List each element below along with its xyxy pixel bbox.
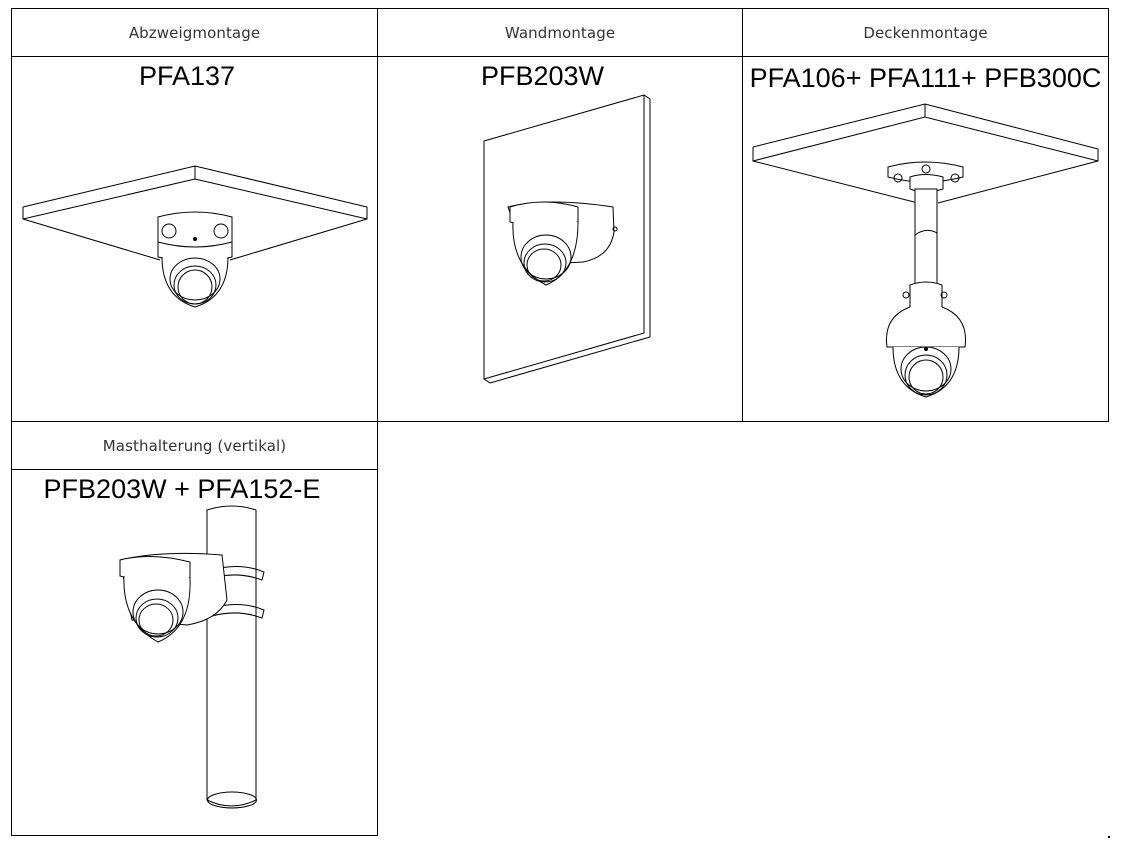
ceiling-pendant-camera-illustration bbox=[743, 57, 1108, 421]
table-border-header-bottom bbox=[11, 56, 1109, 57]
model-label: PFB203W bbox=[480, 61, 605, 91]
cell-abzweigmontage: PFA137 bbox=[12, 57, 377, 421]
wall-mount-camera-illustration bbox=[378, 57, 742, 421]
table-border-row1-bottom bbox=[11, 421, 1109, 422]
table-border-col2 bbox=[742, 8, 743, 422]
page-artifact-dot bbox=[1108, 836, 1110, 838]
pole-mount-camera-illustration bbox=[12, 470, 377, 835]
model-label: PFB203W + PFA152-E bbox=[43, 474, 321, 504]
table-border-top bbox=[11, 8, 1109, 9]
table-border-header2-bottom bbox=[11, 469, 378, 470]
table-border-col1 bbox=[377, 8, 378, 836]
header-label: Deckenmontage bbox=[863, 23, 988, 42]
cell-masthalterung: PFB203W + PFA152-E bbox=[12, 470, 377, 835]
header-wandmontage: Wandmontage bbox=[378, 9, 742, 56]
header-label: Abzweigmontage bbox=[128, 23, 261, 42]
cell-wandmontage: PFB203W bbox=[378, 57, 742, 421]
header-deckenmontage: Deckenmontage bbox=[743, 9, 1108, 56]
header-label: Wandmontage bbox=[504, 23, 616, 42]
table-border-left bbox=[11, 8, 12, 836]
table-border-bottom bbox=[11, 835, 378, 836]
ceiling-junction-box-camera-illustration bbox=[12, 57, 377, 421]
header-masthalterung: Masthalterung (vertikal) bbox=[12, 422, 377, 469]
header-abzweigmontage: Abzweigmontage bbox=[12, 9, 377, 56]
model-label: PFA106+ PFA111+ PFB300C bbox=[749, 63, 1102, 93]
cell-deckenmontage: PFA106+ PFA111+ PFB300C bbox=[743, 57, 1108, 421]
model-label: PFA137 bbox=[138, 61, 236, 91]
table-border-right bbox=[1108, 8, 1109, 422]
header-label: Masthalterung (vertikal) bbox=[102, 436, 287, 455]
